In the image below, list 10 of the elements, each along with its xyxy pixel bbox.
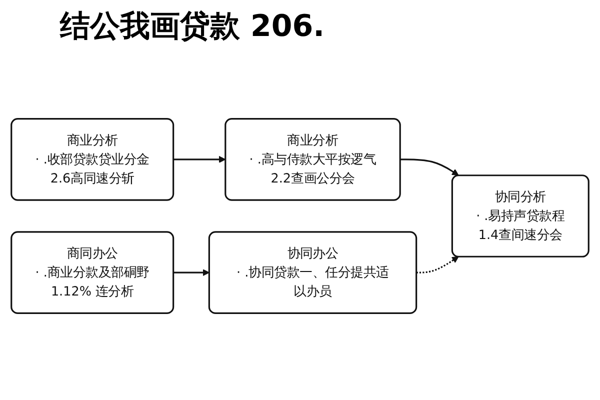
title: 结公我画贷款 206. — [60, 8, 324, 46]
node-box: 商同办公 · .商业分款及部硐野 1.12% 连分析 — [10, 231, 174, 314]
arrow — [173, 269, 210, 276]
node-box: 协同办公 · .协同贷款一、任分提共适以办员 — [208, 231, 418, 314]
arrow — [173, 156, 226, 163]
arrow — [400, 158, 459, 176]
node-box: 协同分析 · .易持声贷款程 1.4查间速分会 — [451, 174, 590, 258]
arrow — [416, 256, 459, 274]
node-box: 商业分析 · .高与侍款大平按逻气 2.2查画公分会 — [224, 118, 401, 201]
node-box: 商业分析 · .收部贷款贷业分金 2.6高同速分斩 — [10, 118, 174, 201]
